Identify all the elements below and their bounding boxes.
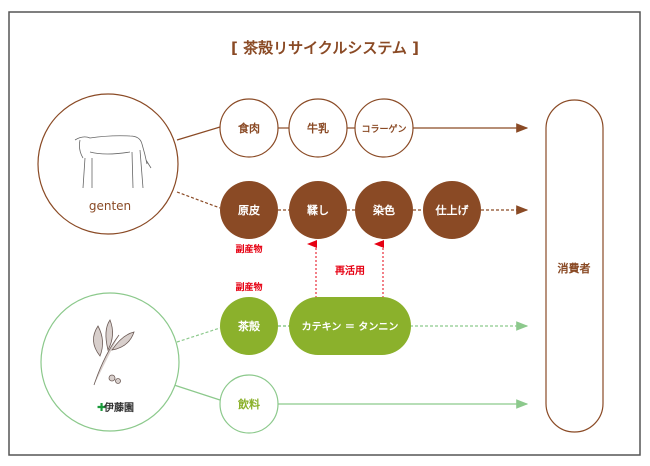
cow-illustration-icon: [74, 135, 152, 189]
svg-text:原皮: 原皮: [238, 203, 260, 217]
svg-text:飲料: 飲料: [237, 397, 260, 411]
reuse-label: 再活用: [335, 264, 365, 277]
node-meat: 食肉: [219, 98, 279, 158]
svg-text:牛乳: 牛乳: [307, 121, 329, 135]
svg-text:食肉: 食肉: [238, 121, 260, 135]
svg-text:カテキン ＝ タンニン: カテキン ＝ タンニン: [302, 321, 399, 333]
node-milk: 牛乳: [288, 98, 348, 158]
svg-text:消費者: 消費者: [558, 261, 591, 275]
itoen-logo-icon: ✚: [97, 401, 106, 414]
node-raw-hide: 原皮: [220, 181, 278, 239]
node-tea-husk: 茶殻: [220, 297, 278, 355]
node-finishing: 仕上げ: [423, 181, 481, 239]
genten-logo: genten: [89, 199, 131, 213]
node-consumer: 消費者: [545, 99, 604, 433]
frame: [8, 11, 641, 456]
node-tanning: 鞣し: [289, 181, 347, 239]
node-catechin-tannin: カテキン ＝ タンニン: [289, 297, 411, 355]
svg-text:茶殻: 茶殻: [237, 319, 261, 333]
node-beverage: 飲料: [219, 374, 279, 434]
byproduct-label-hide: 副産物: [235, 243, 262, 255]
svg-text:鞣し: 鞣し: [307, 203, 329, 217]
svg-text:コラーゲン: コラーゲン: [361, 123, 406, 135]
node-collagen: コラーゲン: [354, 98, 414, 158]
svg-text:染色: 染色: [373, 203, 395, 217]
node-dyeing: 染色: [355, 181, 413, 239]
svg-text:仕上げ: 仕上げ: [435, 203, 470, 217]
diagram-title: [ 茶殻リサイクルシステム ]: [231, 39, 419, 57]
itoen-circle: ✚ 伊藤園: [40, 292, 180, 432]
tea-leaf-illustration-icon: [93, 319, 135, 386]
genten-circle: genten: [37, 93, 179, 235]
itoen-logo: 伊藤園: [103, 401, 134, 414]
byproduct-label-tea: 副産物: [235, 281, 262, 293]
